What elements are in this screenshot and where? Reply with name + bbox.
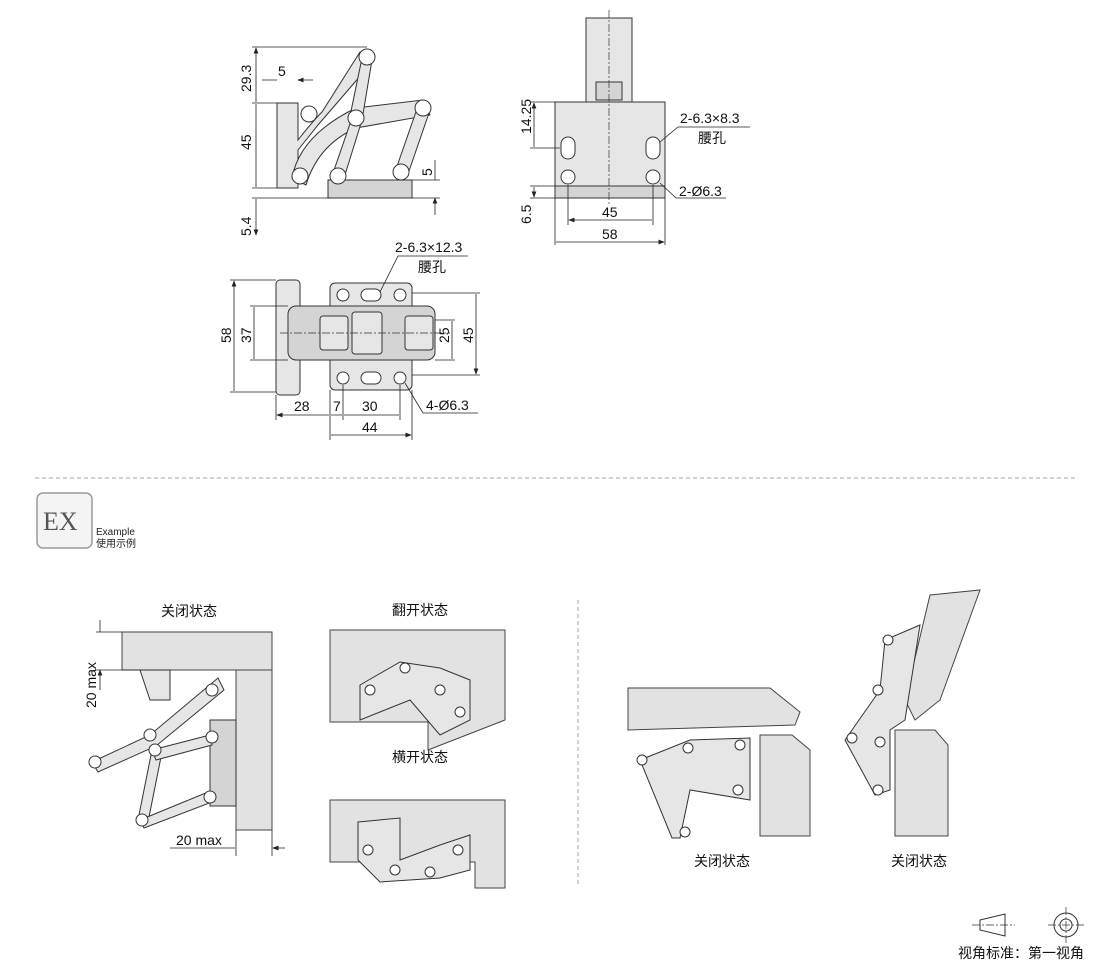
slot-label: 腰孔 bbox=[698, 130, 726, 146]
dim-6-5: 6.5 bbox=[518, 204, 534, 224]
slot-label-top: 腰孔 bbox=[418, 259, 446, 275]
example-title-en: Example bbox=[96, 527, 135, 538]
closed-label-left: 关闭状态 bbox=[161, 603, 217, 619]
example-title-cn: 使用示例 bbox=[96, 537, 136, 550]
dim-45-pitch: 45 bbox=[602, 204, 618, 220]
closed-label-right-2: 关闭状态 bbox=[891, 853, 947, 869]
side-open-label: 横开状态 bbox=[392, 749, 448, 765]
hole-spec-top: 4-Ø6.3 bbox=[426, 397, 469, 413]
example-header: EX Example 使用示例 bbox=[36, 492, 136, 550]
usage-closed-right-2: 关闭状态 bbox=[844, 589, 981, 869]
projection-symbol: 视角标准：第一视角 bbox=[958, 907, 1084, 961]
top-view: 58 37 25 45 28 7 30 44 2-6.3×12.3 腰孔 4-Ø… bbox=[218, 239, 480, 440]
flip-open-label: 翻开状态 bbox=[392, 602, 448, 618]
dim-7: 7 bbox=[333, 398, 341, 414]
pivot-pins bbox=[291, 48, 432, 185]
dim-5-width: 5 bbox=[278, 63, 286, 79]
slot-spec-top: 2-6.3×12.3 bbox=[395, 239, 463, 255]
dim-14-25: 14.25 bbox=[518, 99, 534, 134]
example-logo: EX bbox=[43, 507, 78, 536]
dim-45: 45 bbox=[238, 134, 254, 150]
dim-5-base: 5 bbox=[419, 168, 435, 176]
truncated-cone-icon bbox=[979, 913, 1006, 937]
usage-flip-open: 翻开状态 bbox=[329, 602, 506, 751]
dim-58-width: 58 bbox=[602, 226, 618, 242]
dim-58: 58 bbox=[218, 327, 234, 343]
dim-44: 44 bbox=[362, 419, 378, 435]
usage-closed-right-1: 关闭状态 bbox=[627, 687, 811, 869]
max-horizontal: 20 max bbox=[176, 832, 222, 848]
dim-29-3: 29.3 bbox=[238, 65, 254, 92]
dim-5-4: 5.4 bbox=[238, 216, 254, 236]
front-view: 14.25 6.5 45 58 2-6.3×8.3 腰孔 2-Ø6.3 bbox=[518, 10, 750, 245]
dim-28: 28 bbox=[294, 398, 310, 414]
dim-30: 30 bbox=[362, 398, 378, 414]
max-vertical: 20 max bbox=[83, 662, 99, 708]
dim-45-top: 45 bbox=[460, 327, 476, 343]
usage-side-open: 横开状态 bbox=[329, 749, 506, 889]
slot-spec: 2-6.3×8.3 bbox=[680, 110, 740, 126]
dim-25: 25 bbox=[436, 327, 452, 343]
concentric-circles-icon bbox=[1048, 907, 1084, 943]
projection-label: 视角标准：第一视角 bbox=[958, 945, 1084, 961]
side-view: 29.3 5 45 5 5.4 bbox=[238, 47, 440, 236]
dim-37: 37 bbox=[238, 327, 254, 343]
usage-closed-left: 关闭状态 20 max 20 max bbox=[83, 603, 285, 856]
hole-spec: 2-Ø6.3 bbox=[679, 183, 722, 199]
closed-label-right-1: 关闭状态 bbox=[694, 853, 750, 869]
